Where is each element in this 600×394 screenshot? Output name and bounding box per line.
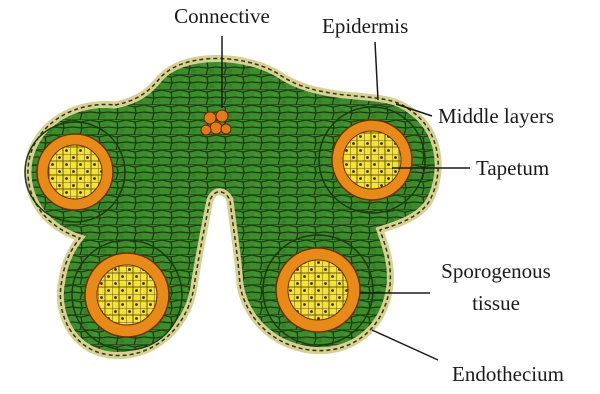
sporogenous-label-line2: tissue: [426, 293, 566, 314]
endothecium-label: Endothecium: [452, 364, 564, 385]
locule-bottom-left: [72, 240, 182, 350]
locule-bottom-right: [263, 235, 373, 345]
locule-top-left: [25, 122, 125, 222]
tapetum-label: Tapetum: [476, 158, 549, 179]
connective-label: Connective: [147, 6, 297, 27]
epidermis-label: Epidermis: [322, 16, 408, 37]
sporogenous-label-line1: Sporogenous: [426, 261, 566, 282]
locule-top-right: [319, 107, 425, 213]
epidermis-leader: [375, 42, 378, 100]
endothecium-leader: [372, 330, 438, 360]
middle-layers-label: Middle layers: [438, 106, 554, 127]
